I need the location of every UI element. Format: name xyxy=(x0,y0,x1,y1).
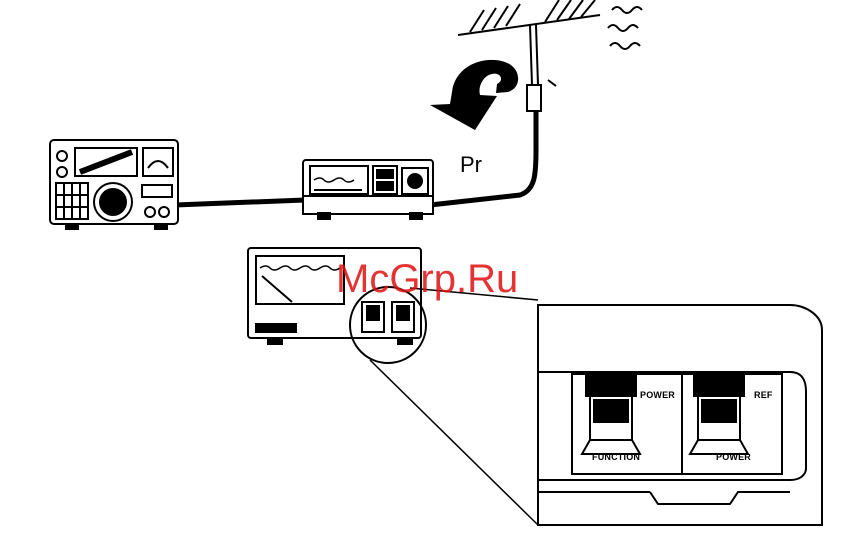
label-right-top: REF xyxy=(754,390,773,400)
transceiver xyxy=(50,140,178,229)
radio-waves xyxy=(608,7,642,49)
detail-panel: POWER FUNCTION REF POWER xyxy=(538,305,822,525)
power-meter xyxy=(303,160,433,219)
watermark: McGrp.Ru xyxy=(336,257,518,301)
label-left-bottom: FUNCTION xyxy=(592,452,640,462)
label-left-top: POWER xyxy=(640,390,675,400)
power-label: Pr xyxy=(460,152,482,177)
label-right-bottom: POWER xyxy=(716,452,751,462)
power-flow-arrow: Pr xyxy=(430,60,518,177)
